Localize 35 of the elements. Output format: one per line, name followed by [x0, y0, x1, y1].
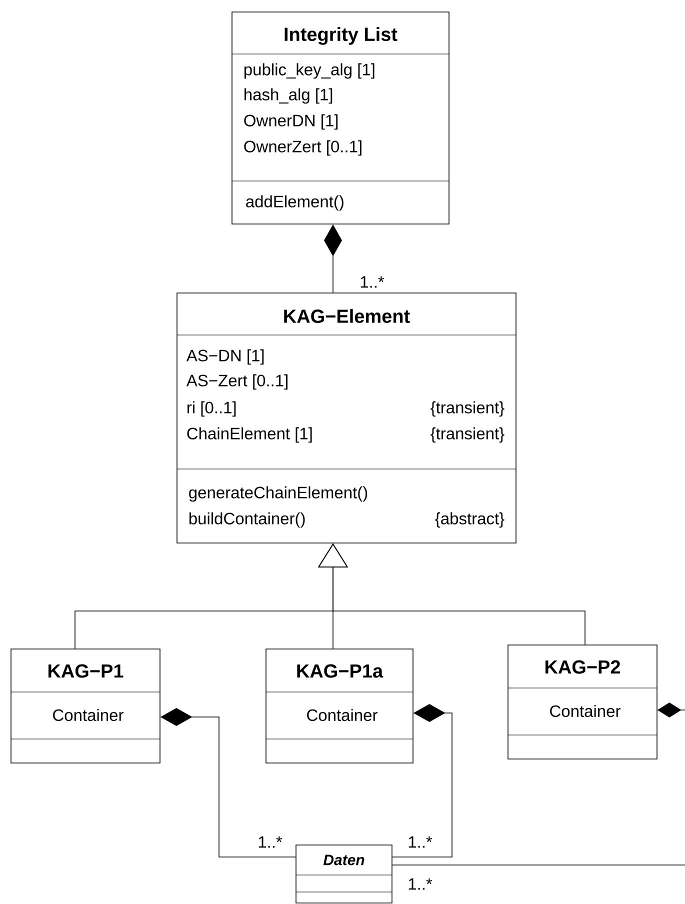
class-box	[508, 644, 658, 760]
class-box	[232, 12, 450, 224]
attribute-text: ri [0..1]	[188, 401, 236, 417]
connector	[392, 704, 452, 858]
multiplicity-label: 1..*	[406, 877, 434, 891]
attribute-text: hash_alg [1]	[244, 88, 332, 104]
class-name: Integrity List	[284, 27, 398, 45]
property-text: {abstract}	[435, 512, 504, 528]
attribute-text: OwnerZert [0..1]	[244, 140, 362, 156]
multiplicity-label: 1..*	[256, 835, 284, 849]
class-name: Daten	[323, 854, 364, 866]
class-name: KAG−Element	[284, 309, 410, 323]
attribute-text: Container	[550, 704, 620, 718]
method-text: generateChainElement()	[189, 486, 368, 502]
class-box	[10, 648, 160, 764]
method-text: buildContainer()	[189, 512, 305, 528]
class-box	[266, 648, 414, 764]
attribute-text: AS−DN [1]	[186, 349, 264, 365]
attribute-text: public_key_alg [1]	[244, 63, 374, 79]
class-name: KAG−P2	[546, 660, 620, 674]
attribute-text: ChainElement [1]	[187, 427, 312, 443]
attribute-text: AS−Zert [0..1]	[186, 374, 288, 390]
class-box	[176, 292, 516, 544]
attribute-text: Container	[53, 708, 124, 722]
class-box	[296, 844, 392, 904]
multiplicity-label: 1..*	[358, 275, 386, 289]
connector	[392, 864, 685, 866]
property-text: {transient}	[430, 427, 504, 443]
class-name: KAG−P1a	[297, 664, 384, 678]
class-name: KAG−P1	[48, 664, 124, 678]
multiplicity-label: 1..*	[406, 835, 434, 849]
attribute-text: OwnerDN [1]	[244, 114, 338, 130]
property-text: {transient}	[430, 401, 504, 417]
method-text: addElement()	[246, 195, 344, 211]
attribute-text: Container	[307, 708, 378, 722]
